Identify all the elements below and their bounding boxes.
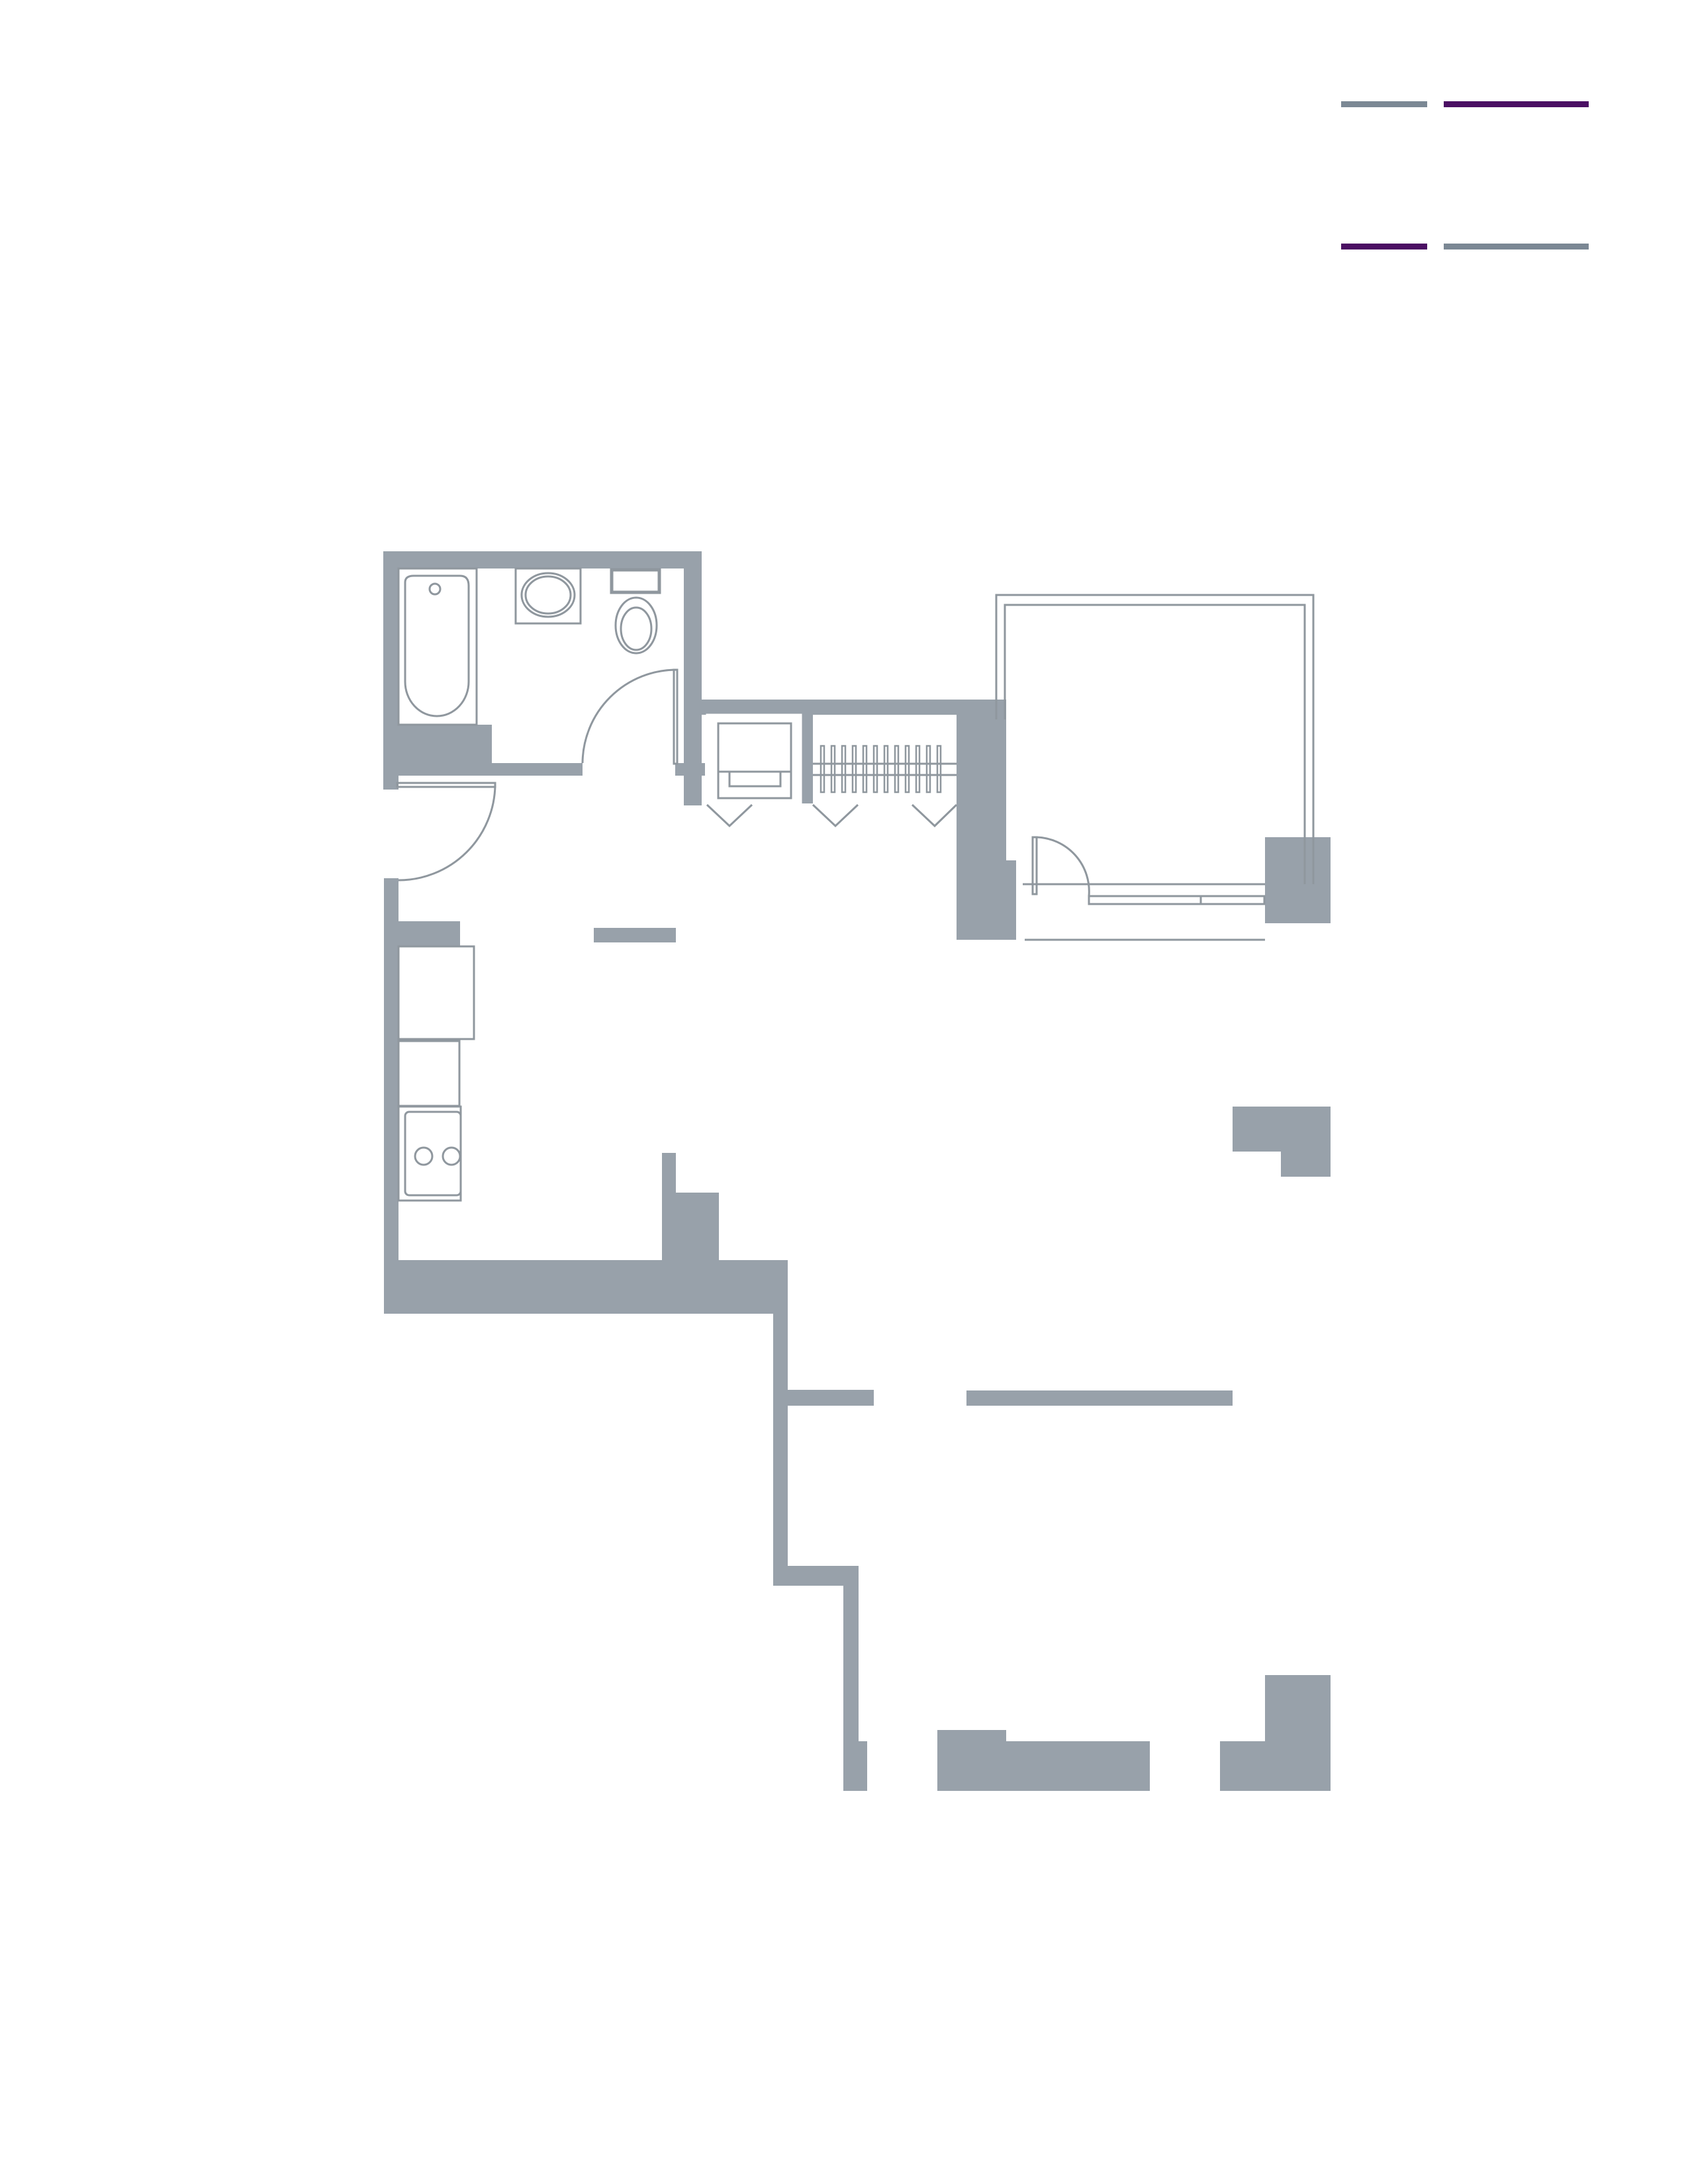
walls [383,551,1331,1791]
fixtures [396,567,1315,1202]
logo-bar-bottom-left [1341,244,1427,250]
logo-bar-top-right [1444,101,1589,107]
logo-bar-top-left [1341,101,1427,107]
logo-bar-bottom-right [1444,244,1589,250]
